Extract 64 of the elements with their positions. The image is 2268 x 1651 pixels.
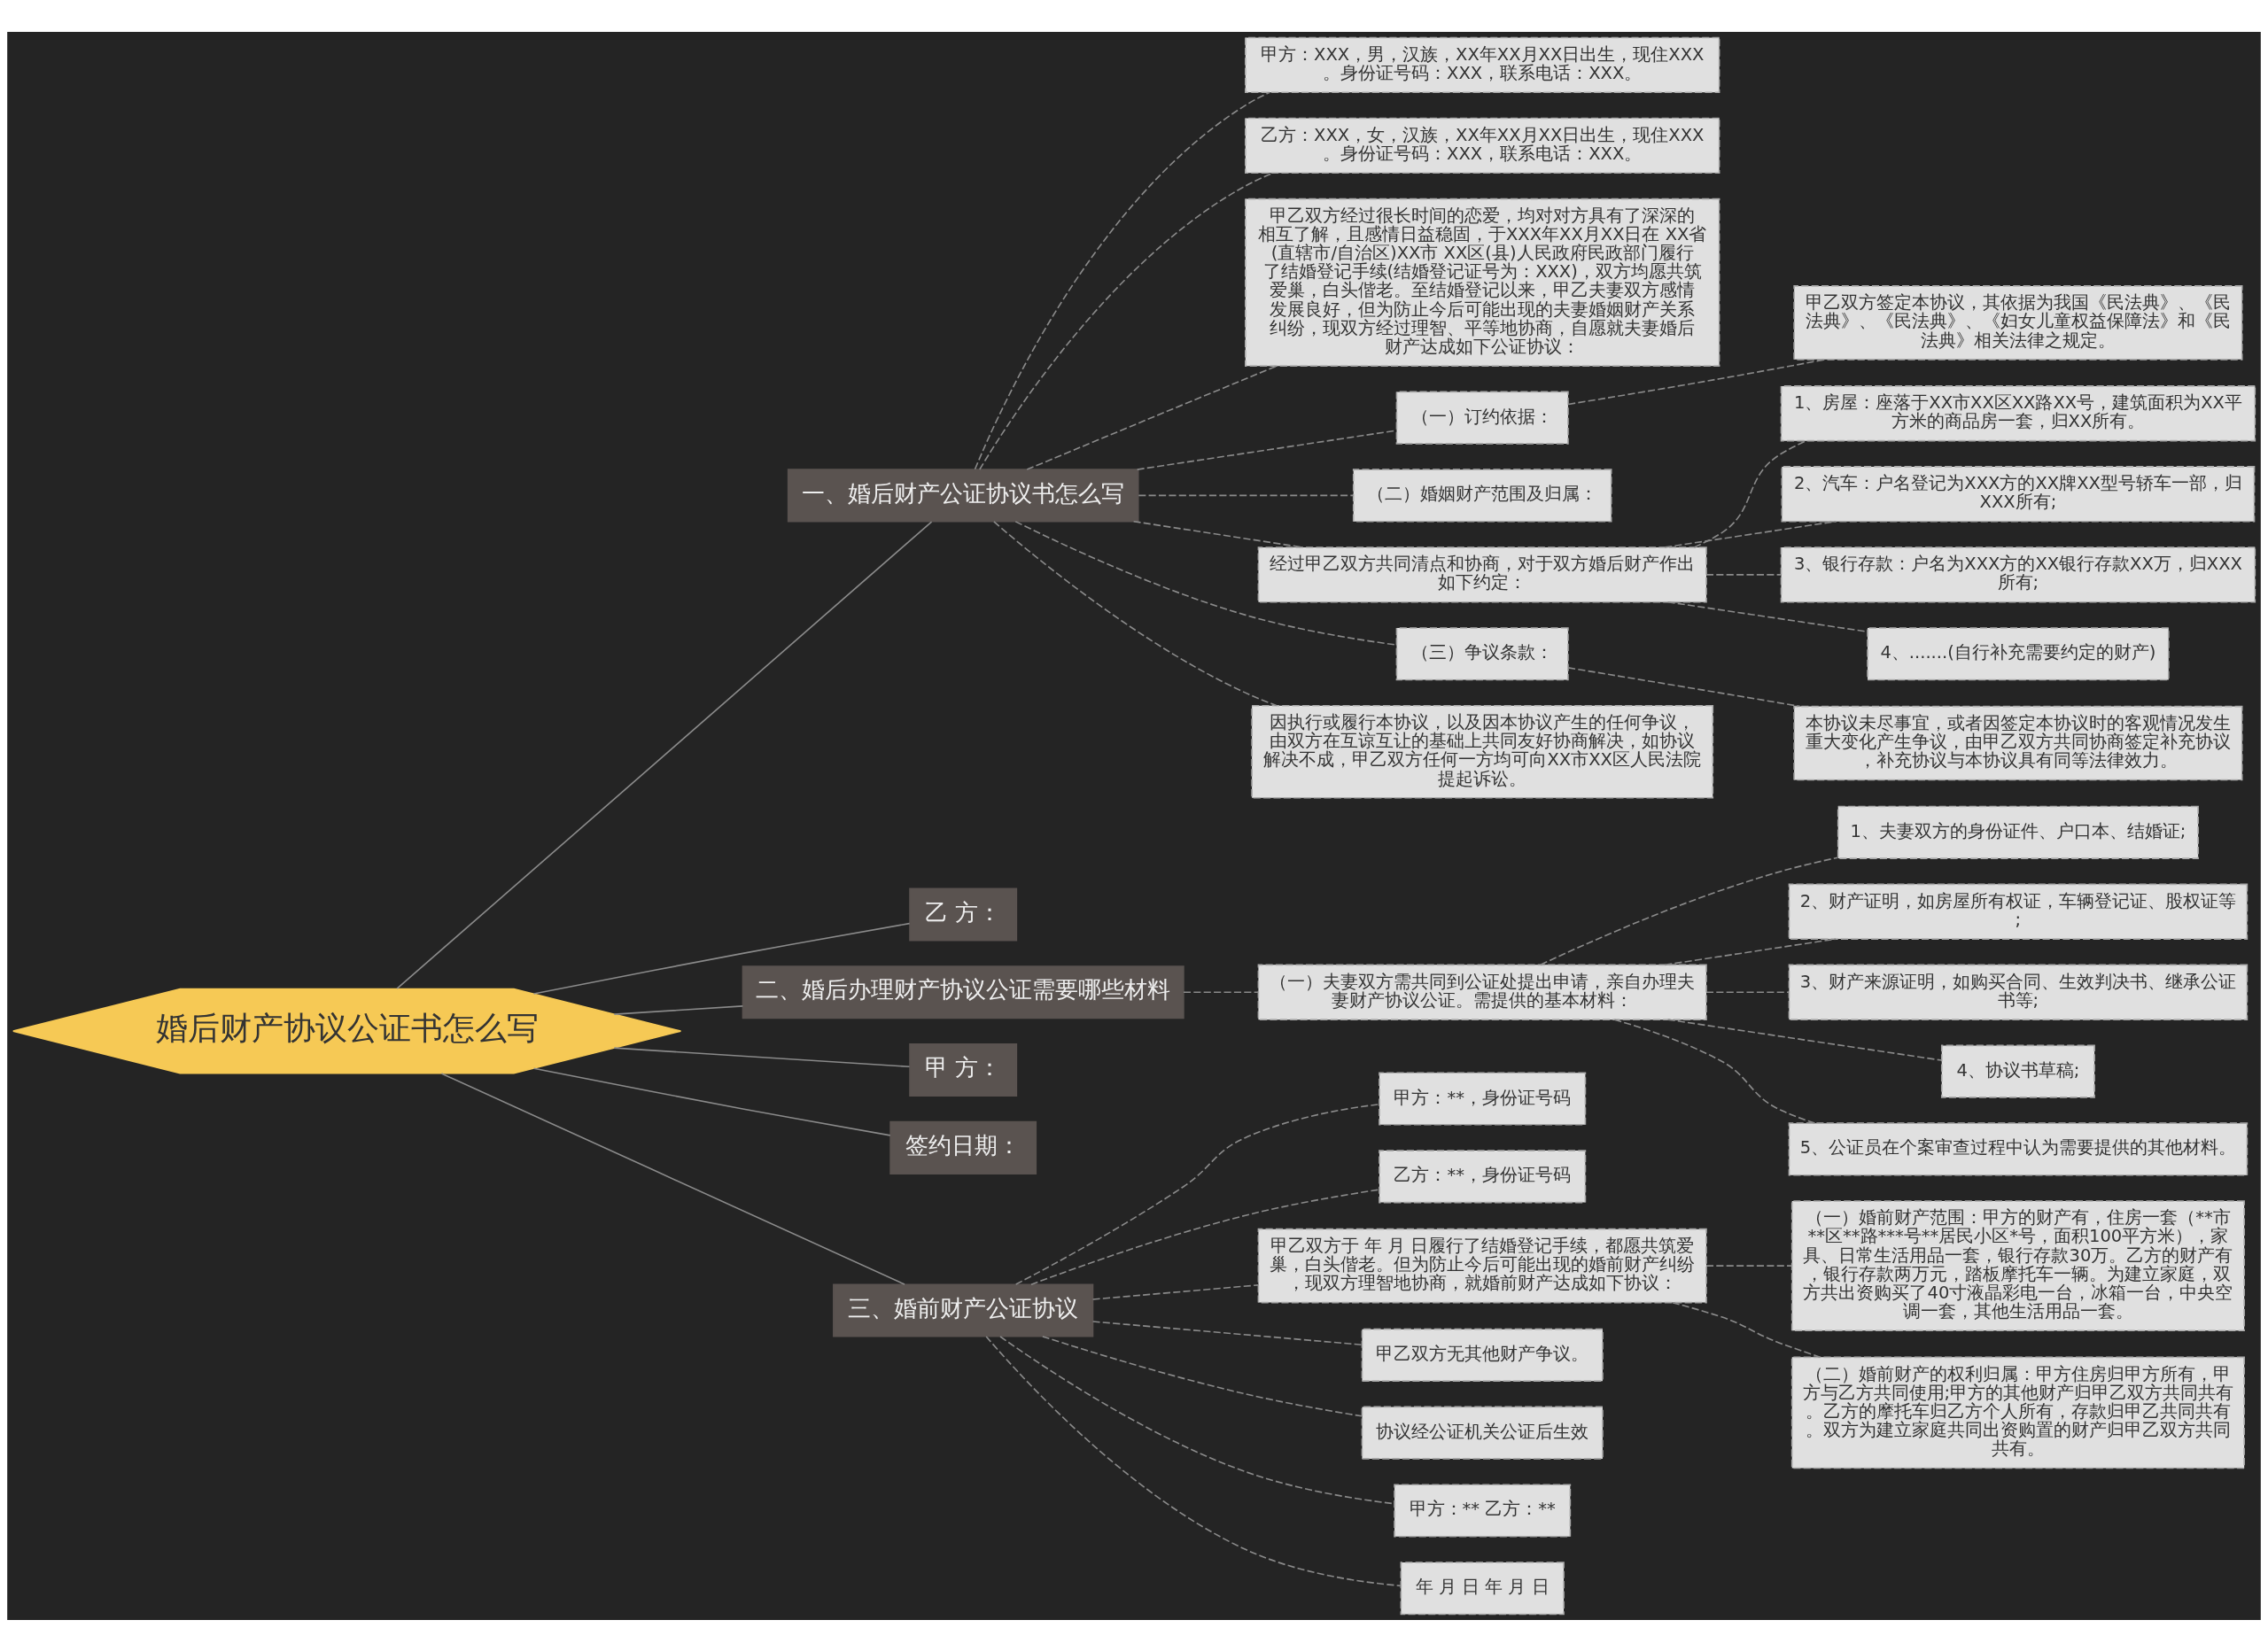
connector: [1042, 1335, 1363, 1417]
connector: [1705, 573, 1783, 576]
node-box: （一）夫妻双方需共同到公证处提出申请，亲自办理夫妻财产协议公证。需提供的基本材料：: [1257, 964, 1707, 1020]
node-box: 经过甲乙双方共同清点和协商，对于双方婚后财产作出如下约定：: [1257, 546, 1707, 603]
connector: [1014, 1103, 1380, 1285]
node-box: 3、银行存款：户名为XXX方的XX银行存款XX万，归XXX所有;: [1780, 546, 2256, 603]
connector: [440, 1072, 905, 1285]
node-box: 本协议未尽事宜，或者因签定本协议时的客观情况发生重大变化产生争议，由甲乙双方共同协商签定补充协议，补充协议与本协议具有同等法律效力。: [1793, 705, 2243, 780]
connector: [532, 1066, 891, 1136]
node-box: 4、协议书草稿;: [1940, 1044, 2095, 1098]
connector: [396, 520, 933, 989]
connector: [1613, 1018, 1816, 1124]
connector: [1540, 857, 1839, 965]
node-box: 年 月 日 年 月 日: [1400, 1561, 1565, 1615]
node-box: 乙方：**，身份证号码: [1379, 1149, 1587, 1203]
node-box: 二、婚后办理财产协议公证需要哪些材料: [742, 965, 1184, 1019]
connector: [1030, 1188, 1380, 1285]
node-box: 1、夫妻双方的身份证件、户口本、结婚证;: [1837, 805, 2199, 859]
node-box: 甲乙双方于 年 月 日履行了结婚登记手续，都愿共筑爱巢，白头偕老。但为防止今后可能出现的婚前财产纠纷，现双方理智地协商，就婚前财产达成如下协议：: [1257, 1228, 1707, 1303]
connector: [1132, 520, 1303, 548]
node-box: 协议经公证机关公证后生效: [1361, 1406, 1604, 1460]
connector: [1026, 364, 1278, 470]
connector: [1705, 1264, 1793, 1267]
connector: [1705, 990, 1790, 993]
connector: [985, 1335, 1402, 1586]
node-box: 甲 方：: [909, 1043, 1018, 1097]
node-box: 甲方：XXX，男，汉族，XX年XX月XX日出生，现住XXX 。身份证号码：XXX，联系电话：XXX。: [1244, 36, 1720, 93]
connector: [1666, 1018, 1943, 1061]
connector: [1693, 439, 1807, 548]
connector: [1138, 494, 1355, 496]
connector: [1567, 666, 1801, 707]
connector: [1091, 1320, 1363, 1345]
connector: [1091, 1283, 1260, 1300]
node-box: 2、汽车：户名登记为XXX方的XX牌XX型号轿车一部，归XXX所有;: [1781, 465, 2256, 522]
node-box: 乙 方：: [909, 887, 1018, 942]
connector: [993, 520, 1278, 706]
node-box: 4、.......(自行补充需要约定的财产): [1867, 626, 2170, 680]
connector: [1183, 990, 1260, 993]
node-box: 5、公证员在个案审查过程中认为需要提供的其他材料。: [1788, 1121, 2249, 1175]
connector: [1664, 937, 1837, 965]
node-box: （二）婚姻财产范围及归属：: [1352, 468, 1612, 522]
node-box: 甲方：**，身份证号码: [1379, 1071, 1587, 1126]
node-box: 甲方：** 乙方：**: [1394, 1483, 1572, 1538]
node-box: （二）婚前财产的权利归属：甲方住房归甲方所有，甲方与乙方共同使用;甲方的其他财产归甲乙双方共同共有。乙方的摩托车归乙方个人所有，存款归甲乙共同共有。双方为建立家庭共同出资购置的财产归甲乙双方共同共有。: [1790, 1356, 2245, 1469]
node-box: （一）订约依据：: [1395, 391, 1569, 445]
node-box: 甲乙双方无其他财产争议。: [1361, 1328, 1604, 1382]
node-box: 乙方：XXX，女，汉族，XX年XX月XX日出生，现住XXX 。身份证号码：XXX，联系电话：XXX。: [1244, 117, 1720, 174]
node-box: （三）争议条款：: [1395, 626, 1569, 680]
node-box: 1、房屋：座落于XX市XX区XX路XX号，建筑面积为XX平方米的商品房一套，归XX所有。: [1780, 384, 2256, 441]
connector: [532, 922, 911, 995]
node-box: 甲乙双方经过很长时间的恋爱，均对对方具有了深深的相互了解，且感情日益稳固，于XXX年XX月XX日在 XX省(直辖市/自治区)XX市 XX区(县)人民政府民政部门履行了结婚登记手续(结婚登记证号为：XXX)，双方均愿共筑爱巢，白头偕老。至结婚登记以来，甲乙夫妻双方感情发展良好，但为防止今后可能出现的夫妻婚姻财产关系纠纷，现双方经过理智、平等地协商，自愿就夫妻婚后财产达成如下公证协议：: [1244, 198, 1720, 367]
node-box: 签约日期：: [889, 1120, 1037, 1174]
node-box: 三、婚前财产公证协议: [833, 1283, 1094, 1337]
connector: [1671, 1301, 1821, 1358]
node-box: 甲乙双方签定本协议，其依据为我国《民法典》、《民法典》、《民法典》、《妇女儿童权益保障法》和《民法典》相关法律之规定。: [1793, 284, 2243, 360]
node-box: 2、财产证明，如房屋所有权证，车辆登记证、股权证等;: [1788, 883, 2249, 940]
connector: [613, 1046, 911, 1067]
node-box: 因执行或履行本协议，以及因本协议产生的任何争议，由双方在互谅互让的基础上共同友好协商解决，如协议解决不成，甲乙双方任何一方均可向XX市XX区人民法院提起诉讼。: [1251, 704, 1714, 799]
connector: [613, 1004, 744, 1015]
node-box: 一、婚后财产公证协议书怎么写: [787, 468, 1139, 522]
connector: [1567, 358, 1827, 405]
node-box: 3、财产来源证明，如购买合同、生效判决书、继承公证书等;: [1788, 964, 2249, 1020]
connector: [974, 90, 1271, 470]
node-box: （一）婚前财产范围：甲方的财产有，住房一套（**市**区**路***号**居民小区*号，面积100平方米），家具、日常生活用品一套，银行存款30万。乙方的财产有，银行存款两万元，踏板摩托车一辆。为建立家庭，双方共出资购买了40寸液晶彩电一台，冰箱一台，中央空调一套，其他生活用品一套。: [1790, 1199, 2245, 1331]
